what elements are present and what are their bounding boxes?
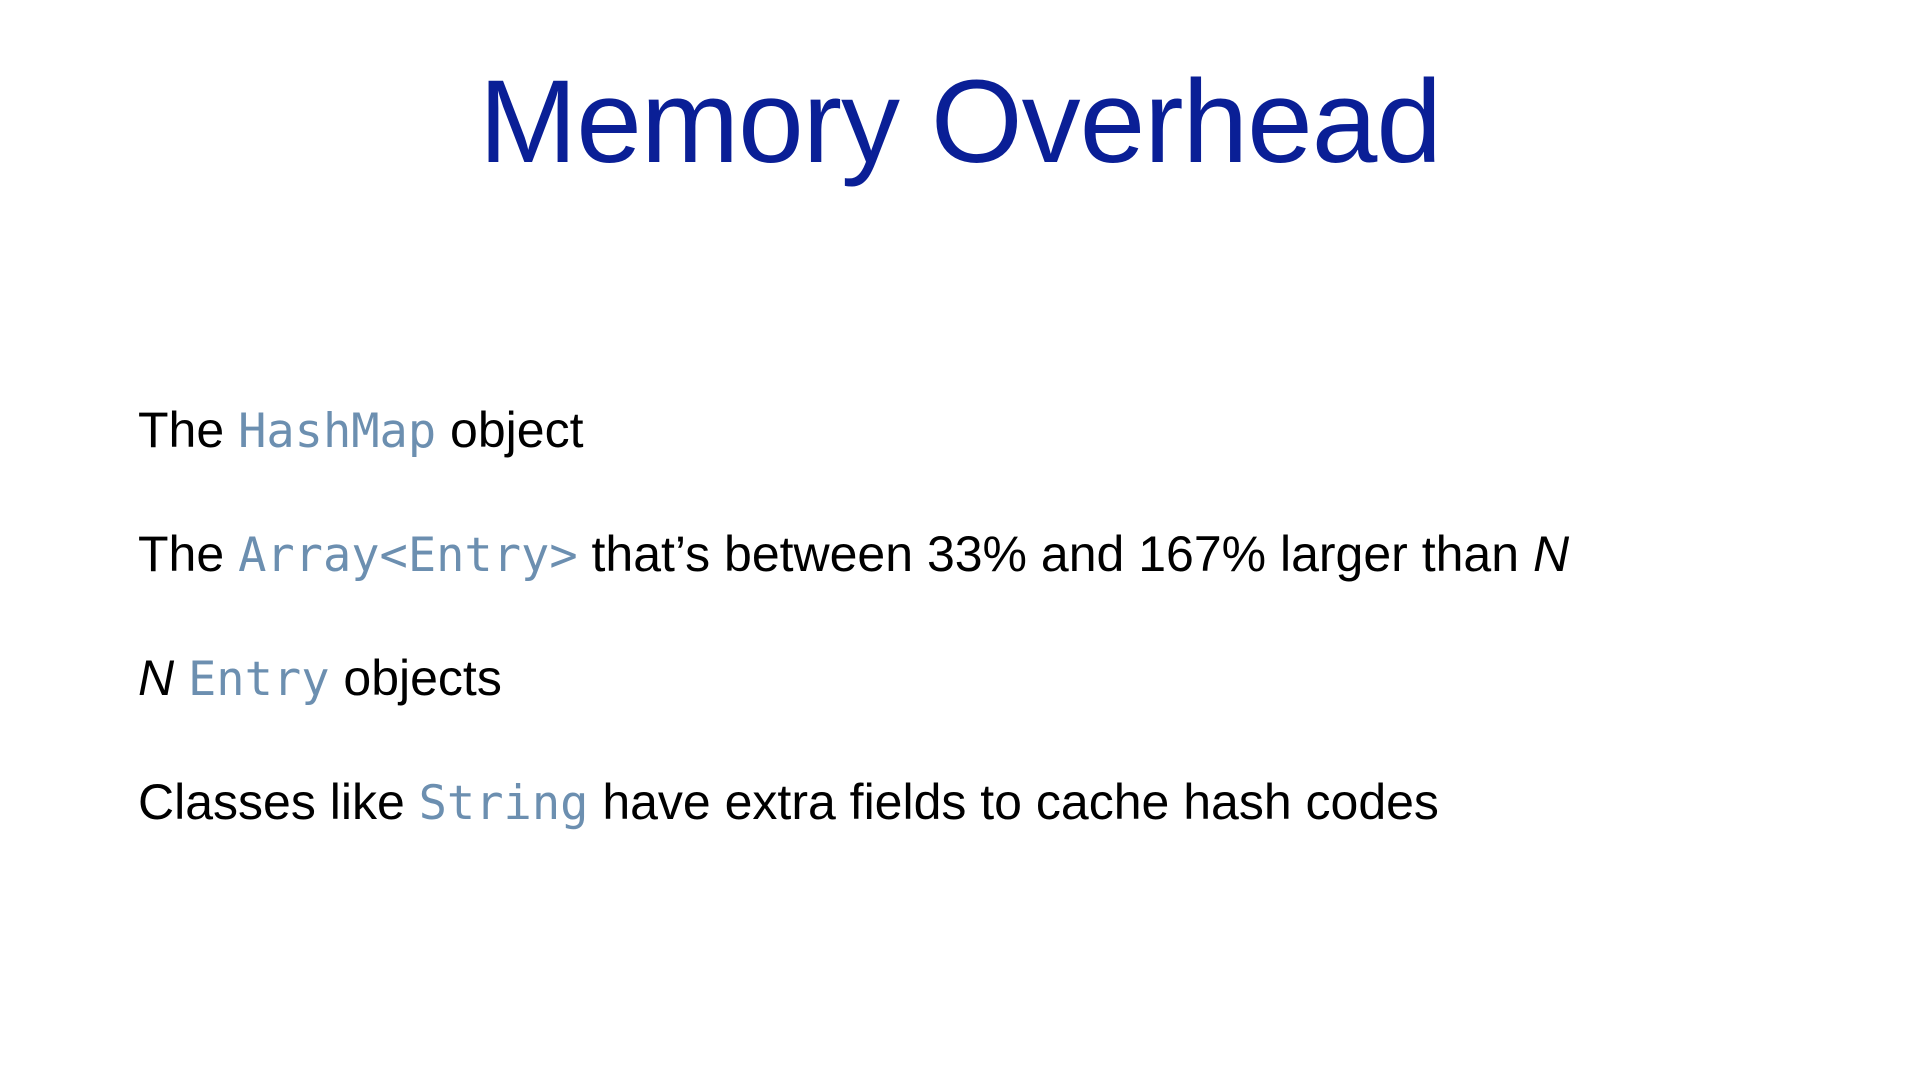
bullet-text: The <box>138 526 239 582</box>
bullet-string-hash-codes: Classes like String have extra fields to… <box>138 772 1838 896</box>
bullet-text: have extra fields to cache hash codes <box>588 774 1439 830</box>
bullet-text: Classes like <box>138 774 419 830</box>
code-array-entry: Array<Entry> <box>238 528 578 583</box>
bullet-entry-objects: N Entry objects <box>138 648 1838 772</box>
slide-title: Memory Overhead <box>478 56 1442 188</box>
var-n: N <box>1532 526 1570 582</box>
code-hashmap: HashMap <box>238 404 437 459</box>
bullet-text: object <box>436 402 584 458</box>
bullet-text: objects <box>329 650 502 706</box>
code-string: String <box>418 776 589 831</box>
code-entry: Entry <box>188 652 330 707</box>
bullet-array-entry: The Array<Entry> that’s between 33% and … <box>138 524 1838 648</box>
bullet-hashmap-object: The HashMap object <box>138 400 1838 524</box>
bullet-list: The HashMap object The Array<Entry> that… <box>138 400 1838 896</box>
var-n: N <box>138 650 175 706</box>
bullet-text: that’s between 33% and 167% larger than <box>577 526 1533 582</box>
bullet-text: The <box>138 402 239 458</box>
